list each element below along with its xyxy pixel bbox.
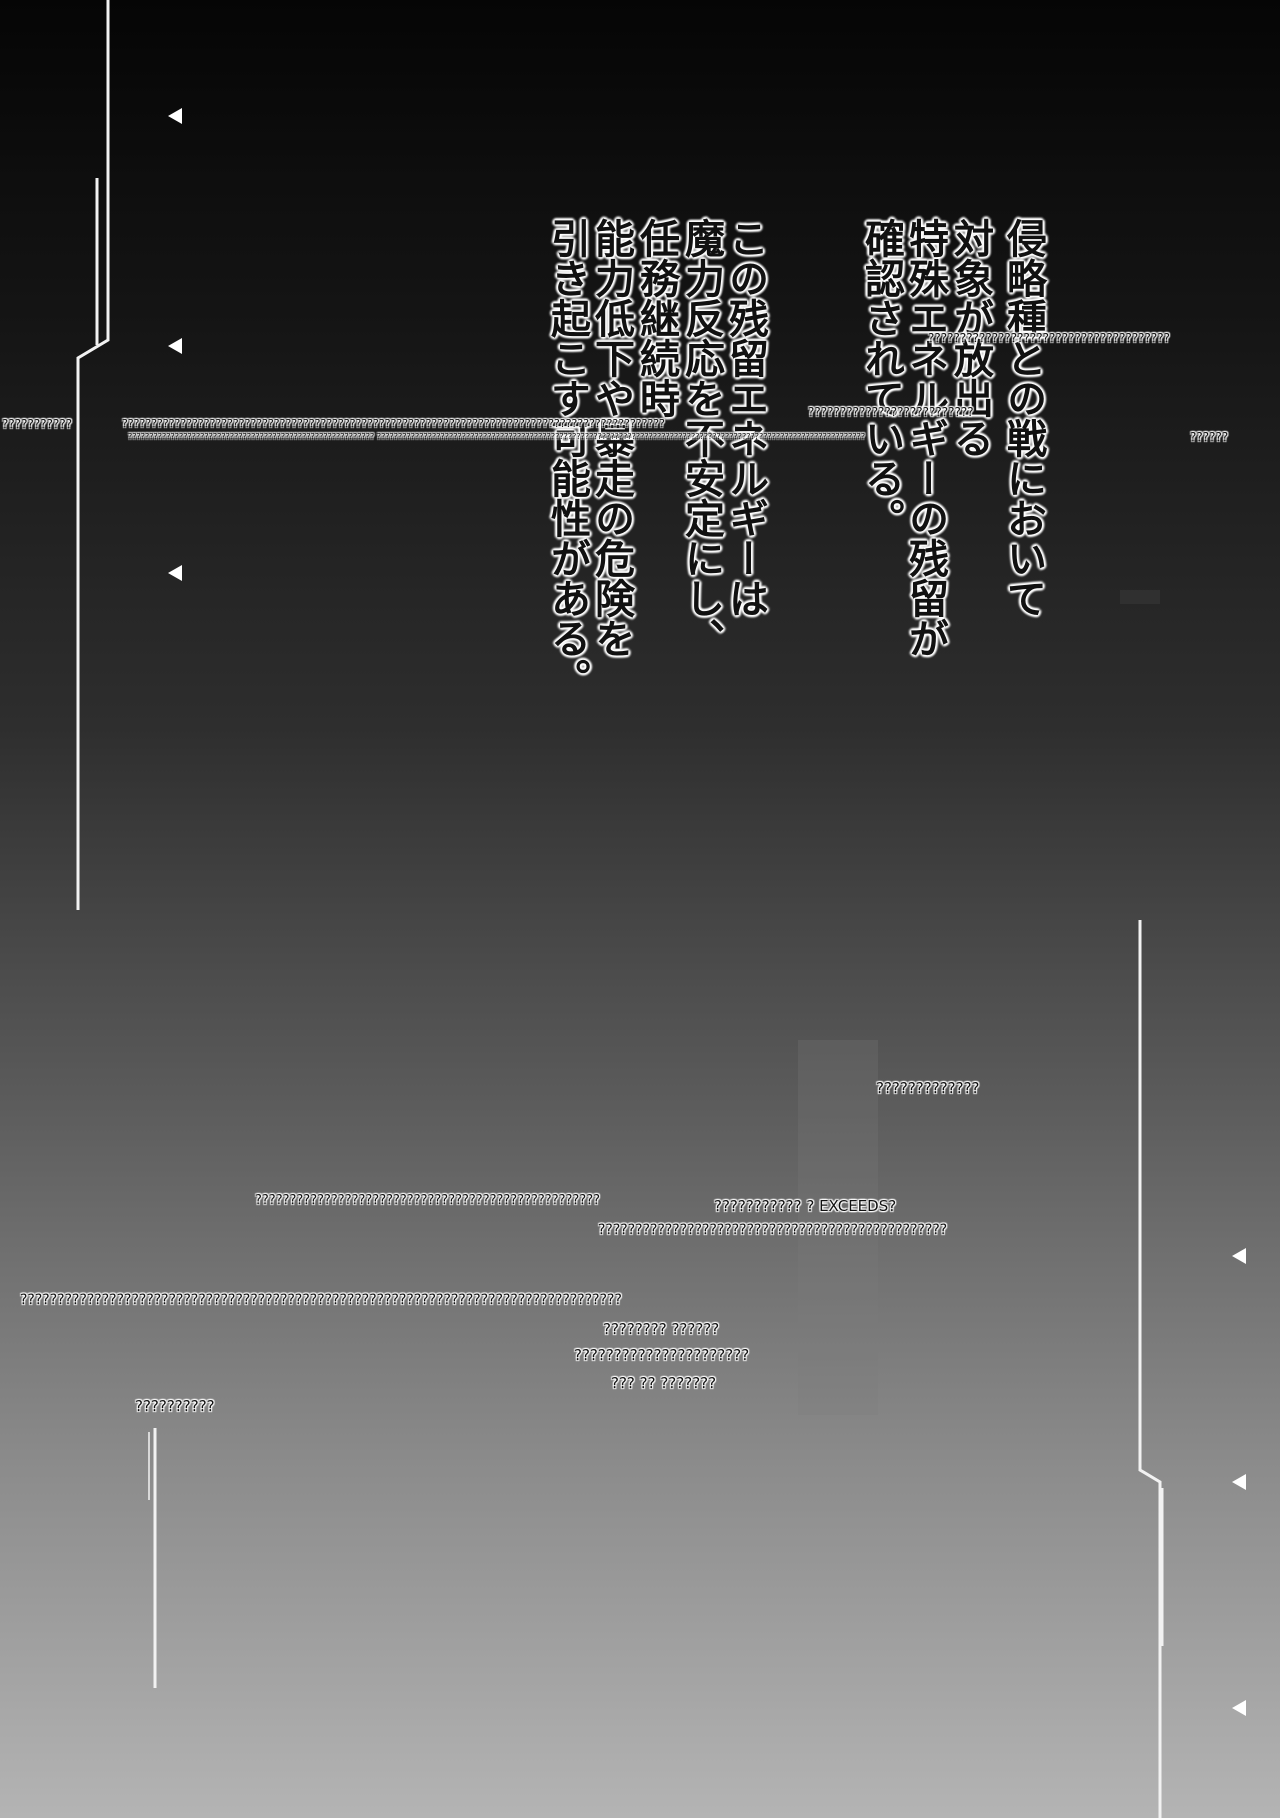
glitch-label: ?????????????????????? bbox=[574, 1346, 750, 1364]
narration-column-4: 確認されている。 bbox=[858, 218, 905, 538]
narration-column-9: 引き起こす可能性がある。 bbox=[544, 218, 591, 698]
hud-line-left-main bbox=[76, 0, 110, 910]
triangle-marker-icon bbox=[168, 565, 182, 581]
glitch-label: ?????????????????????????????????????? bbox=[928, 331, 1171, 345]
glitch-label: ????????????????????????????????????????… bbox=[128, 432, 866, 441]
narration-column-5: この残留エネルギーは bbox=[722, 218, 769, 618]
narration-column-6: 魔力反応を不安定にし、 bbox=[678, 218, 725, 658]
triangle-marker-icon bbox=[1232, 1700, 1246, 1716]
narration-column-7: 任務継続時 bbox=[633, 218, 680, 418]
hud-line-right-main bbox=[1138, 920, 1162, 1818]
triangle-marker-icon bbox=[1232, 1248, 1246, 1264]
narration-column-8: 能力低下や暴走の危険を bbox=[588, 218, 635, 658]
glitch-label: ????????????????????????????????????????… bbox=[122, 417, 665, 430]
hud-lines-left bbox=[76, 0, 157, 1688]
glitch-label: ????????????????????????????????????????… bbox=[598, 1222, 948, 1238]
bg-smudges bbox=[798, 590, 1160, 1415]
glitch-label: ????????????????????????????????????????… bbox=[20, 1292, 622, 1308]
glitch-label: ??????????? bbox=[2, 417, 73, 431]
triangle-marker-icon bbox=[168, 338, 182, 354]
glitch-label: ?????????????????????????? bbox=[808, 405, 974, 419]
glitch-label: ???????? ?????? bbox=[603, 1320, 720, 1338]
glitch-label: ????????????? bbox=[876, 1079, 980, 1097]
glitch-label: ??????????? ? EXCEEDS? bbox=[714, 1197, 897, 1215]
glitch-label: ?????????? bbox=[135, 1397, 215, 1415]
triangle-marker-icon bbox=[1232, 1474, 1246, 1490]
triangle-marker-icon bbox=[168, 108, 182, 124]
narration-column-1: 侵略種との戦において bbox=[1000, 218, 1047, 618]
hud-lines-right bbox=[1138, 920, 1164, 1818]
glitch-label: ??? ?? ??????? bbox=[611, 1374, 717, 1392]
glitch-label: ????????????????????????????????????????… bbox=[255, 1193, 600, 1208]
narration-column-3: 特殊エネルギーの残留が bbox=[902, 218, 949, 658]
narration-column-2: 対象が放出る bbox=[947, 218, 994, 458]
glitch-label: ?????? bbox=[1190, 430, 1229, 444]
